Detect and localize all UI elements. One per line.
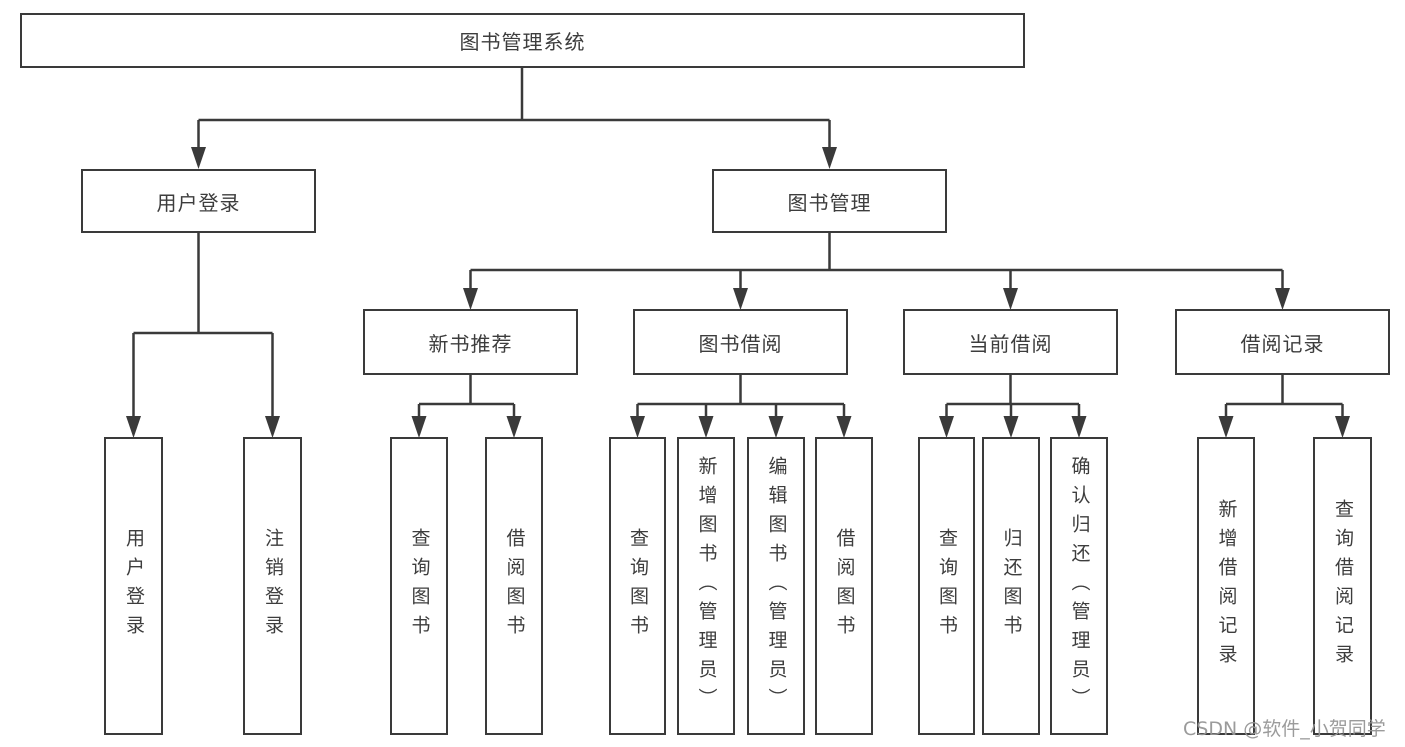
node-label: 查询图书 xyxy=(936,528,958,644)
node-book-management: 图书管理 xyxy=(712,169,947,233)
node-label: 归还图书 xyxy=(1000,528,1023,644)
arrow-down-icon xyxy=(1218,416,1234,438)
leaf-edit-books-admin: 编辑图书（管理员） xyxy=(747,437,805,735)
connector-book-borrow xyxy=(636,375,846,417)
node-borrow-records: 借阅记录 xyxy=(1175,309,1390,375)
arrow-down-icon xyxy=(733,288,748,310)
arrow-down-icon xyxy=(506,416,522,438)
arrow-down-icon xyxy=(698,416,714,438)
arrow-down-icon xyxy=(822,147,837,169)
node-label: 查询图书 xyxy=(408,528,431,644)
leaf-add-borrow-record: 新增借阅记录 xyxy=(1197,437,1255,735)
node-root: 图书管理系统 xyxy=(20,13,1025,68)
connector-book-management xyxy=(469,233,1284,289)
node-label: 新书推荐 xyxy=(428,331,513,356)
arrow-down-icon xyxy=(463,288,478,310)
leaf-return-books: 归还图书 xyxy=(982,437,1040,735)
node-label: 借阅图书 xyxy=(503,528,526,644)
node-book-borrow: 图书借阅 xyxy=(633,309,848,375)
arrow-down-icon xyxy=(265,416,280,438)
arrow-down-icon xyxy=(1071,416,1087,438)
arrow-down-icon xyxy=(1003,416,1019,438)
leaf-query-books-current: 查询图书 xyxy=(918,437,975,735)
leaf-query-books-borrow: 查询图书 xyxy=(609,437,666,735)
node-label: 查询借阅记录 xyxy=(1332,499,1354,673)
connector-new-book xyxy=(417,375,516,417)
connector-borrow-record xyxy=(1224,375,1344,417)
arrow-down-icon xyxy=(1003,288,1018,310)
node-label: 借阅图书 xyxy=(833,528,856,644)
node-label: 新增图书（管理员） xyxy=(695,455,718,717)
node-label: 用户登录 xyxy=(156,190,241,215)
leaf-logout: 注销登录 xyxy=(243,437,302,735)
leaf-add-books-admin: 新增图书（管理员） xyxy=(677,437,735,735)
arrow-down-icon xyxy=(768,416,784,438)
node-label: 借阅记录 xyxy=(1240,331,1325,356)
arrow-down-icon xyxy=(836,416,852,438)
node-label: 注销登录 xyxy=(262,528,284,644)
leaf-borrow-books-recommend: 借阅图书 xyxy=(485,437,543,735)
node-label: 编辑图书（管理员） xyxy=(765,455,788,717)
arrow-down-icon xyxy=(191,147,206,169)
arrow-down-icon xyxy=(939,416,954,438)
node-label: 图书管理系统 xyxy=(459,30,586,54)
node-new-book-recommend: 新书推荐 xyxy=(363,309,578,375)
leaf-query-borrow-record: 查询借阅记录 xyxy=(1313,437,1372,735)
arrow-down-icon xyxy=(1275,288,1290,310)
connector-root xyxy=(197,68,831,148)
arrow-down-icon xyxy=(1335,416,1350,438)
node-label: 确认归还（管理员） xyxy=(1068,455,1091,717)
leaf-confirm-return-admin: 确认归还（管理员） xyxy=(1050,437,1108,735)
arrowheads xyxy=(126,147,1350,438)
leaf-borrow-books: 借阅图书 xyxy=(815,437,873,735)
node-current-borrow: 当前借阅 xyxy=(903,309,1118,375)
node-label: 当前借阅 xyxy=(968,331,1053,356)
arrow-down-icon xyxy=(126,416,141,438)
node-label: 用户登录 xyxy=(123,528,145,644)
node-label: 图书借阅 xyxy=(698,331,783,356)
connector-current-borrow xyxy=(945,375,1081,417)
arrow-down-icon xyxy=(411,416,427,438)
node-label: 图书管理 xyxy=(787,190,872,215)
node-user-login: 用户登录 xyxy=(81,169,316,233)
csdn-watermark: CSDN @软件_小贺同学 xyxy=(1183,718,1386,740)
leaf-query-books-recommend: 查询图书 xyxy=(390,437,448,735)
arrow-down-icon xyxy=(630,416,645,438)
node-label: 查询图书 xyxy=(627,528,649,644)
node-label: 新增借阅记录 xyxy=(1215,499,1238,673)
leaf-user-login: 用户登录 xyxy=(104,437,163,735)
connector-user-login xyxy=(132,232,274,417)
